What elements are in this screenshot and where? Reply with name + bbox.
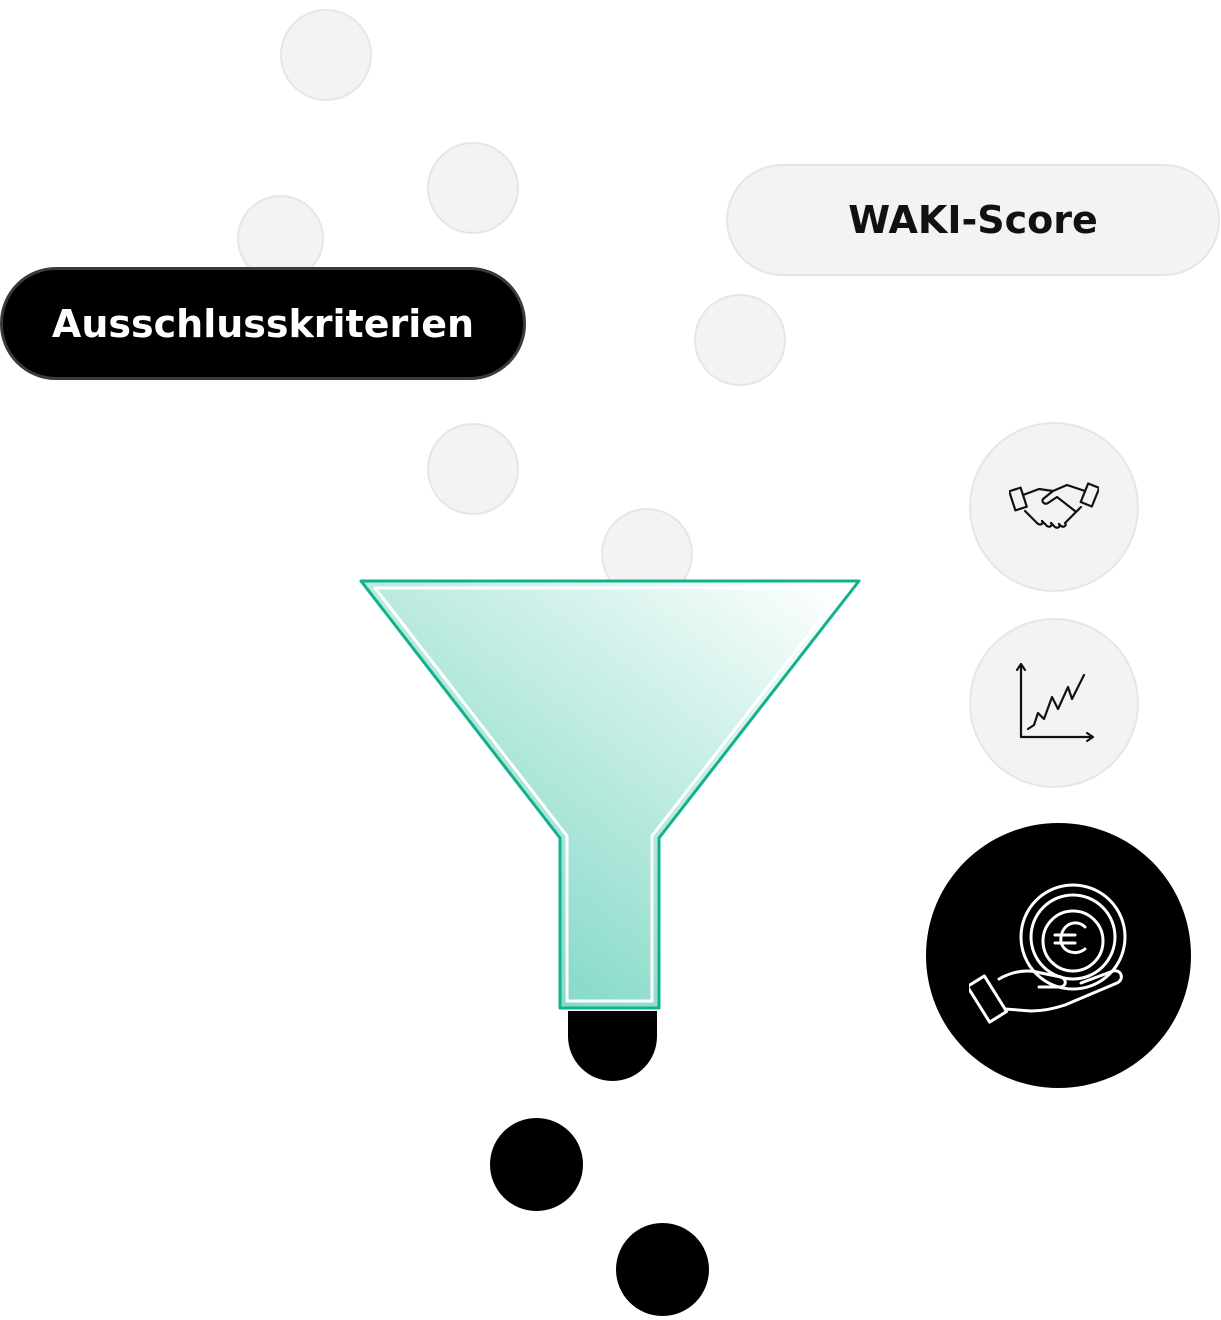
output-dot	[568, 1011, 657, 1081]
euro-coin-hand-icon	[968, 883, 1126, 1024]
chart-circle	[969, 618, 1139, 788]
handshake-circle	[969, 422, 1139, 592]
money-circle	[926, 823, 1191, 1088]
output-dot	[616, 1223, 709, 1316]
input-bubble	[280, 9, 372, 101]
waki-score-pill: WAKI-Score	[726, 164, 1220, 276]
funnel-icon	[359, 579, 861, 1010]
exclusion-criteria-pill: Ausschlusskriterien	[0, 267, 526, 380]
waki-score-label: WAKI-Score	[848, 198, 1098, 242]
input-bubble	[427, 423, 519, 515]
funnel-outer	[359, 579, 861, 1010]
line-chart-icon	[1015, 662, 1095, 743]
exclusion-criteria-label: Ausschlusskriterien	[51, 301, 475, 346]
input-bubble	[427, 142, 519, 234]
handshake-icon	[1009, 482, 1099, 529]
input-bubble	[694, 294, 786, 386]
output-dot	[490, 1118, 583, 1211]
funnel-inner-highlight	[373, 586, 847, 1003]
